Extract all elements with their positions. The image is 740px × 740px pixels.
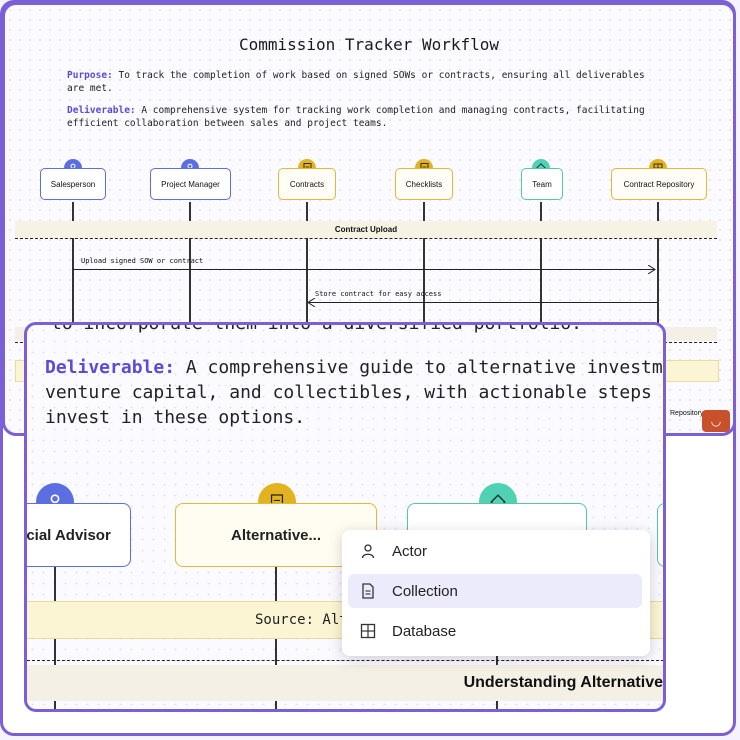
deliverable-paragraph: Deliverable: A comprehensive system for … [67, 104, 667, 130]
arrowhead-left-icon [308, 298, 316, 307]
cut-off-text: to incorporate them into a diversified p… [51, 322, 583, 334]
actor-checklists[interactable]: Checklists [395, 168, 453, 200]
message-arrow [308, 302, 657, 303]
deliverable-text-line3: invest in these options. [45, 407, 306, 428]
deliverable-text-line1: A comprehensive guide to alternative inv… [175, 357, 663, 378]
dropdown-item-collection[interactable]: Collection [348, 574, 642, 608]
robot-assistant-icon[interactable]: ◡ [702, 410, 730, 432]
partial-repository-label: Repository [670, 410, 704, 417]
document-icon [358, 583, 378, 599]
section-divider [27, 660, 663, 661]
dropdown-item-actor[interactable]: Actor [348, 534, 642, 568]
actor-salesperson[interactable]: Salesperson [40, 168, 106, 200]
section-divider [15, 238, 717, 239]
actor-contract-repository[interactable]: Contract Repository [611, 168, 707, 200]
actor-team[interactable]: Team [521, 168, 563, 200]
purpose-paragraph: Purpose: To track the completion of work… [67, 69, 667, 95]
message-arrow [73, 269, 655, 270]
lifeline [306, 202, 308, 433]
deliverable-text-line2: venture capital, and collectibles, with … [45, 382, 652, 403]
dropdown-item-label: Collection [392, 582, 458, 600]
actor-financial-advisor[interactable]: ncial Advisor [27, 503, 131, 567]
grid-icon [358, 623, 378, 639]
source-text: Source: Alt [255, 612, 348, 628]
actor-contracts[interactable]: Contracts [278, 168, 336, 200]
dropdown-item-database[interactable]: Database [348, 614, 642, 648]
arrowhead-right-icon [648, 265, 656, 274]
lifeline [72, 202, 74, 433]
message-label: Upload signed SOW or contract [81, 257, 204, 265]
section-band: Understanding Alternative [27, 665, 663, 701]
lifeline [657, 202, 659, 433]
purpose-label: Purpose: [67, 70, 113, 81]
dropdown-item-label: Actor [392, 542, 428, 560]
deliverable-label: Deliverable: [67, 105, 136, 116]
actor-partial[interactable] [657, 503, 663, 567]
lifeline [540, 202, 542, 433]
dropdown-item-label: Database [392, 622, 457, 640]
lifeline [423, 202, 425, 433]
deliverable-label: Deliverable: [45, 357, 176, 378]
lifeline [189, 202, 191, 433]
actor-project-manager[interactable]: Project Manager [150, 168, 231, 200]
purpose-text: To track the completion of work based on… [67, 70, 645, 94]
deliverable-paragraph-zoomed: Deliverable: A comprehensive guide to al… [45, 355, 663, 430]
section-title: Understanding Alternative [463, 674, 663, 691]
person-icon [358, 543, 378, 559]
node-type-dropdown: Actor Collection Database [342, 530, 650, 656]
section-band-contract-upload: Contract Upload [15, 221, 717, 238]
diagram-title: Commission Tracker Workflow [238, 35, 500, 54]
message-label: Store contract for easy access [315, 290, 442, 298]
deliverable-text: A comprehensive system for tracking work… [67, 105, 645, 129]
actor-alternative[interactable]: Alternative... [175, 503, 377, 567]
